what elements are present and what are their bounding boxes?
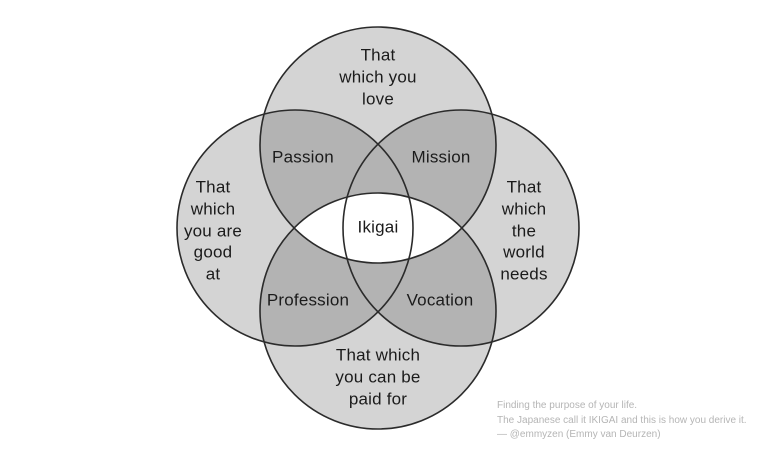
label-world-needs: That which the world needs <box>500 177 548 284</box>
label-mission: Mission <box>411 147 471 167</box>
left-circle-outline <box>176 109 414 347</box>
label-paid-for: That which you can be paid for <box>335 345 421 408</box>
label-love: That which you love <box>339 45 417 108</box>
bottom-circle-outline <box>259 192 497 430</box>
caption-line-3: — @emmyzen (Emmy van Deurzen) <box>497 429 661 440</box>
label-profession: Profession <box>266 290 350 310</box>
label-good-at: That which you are good at <box>183 177 243 284</box>
caption-line-1: Finding the purpose of your life. <box>497 400 638 411</box>
top-circle-outline <box>259 26 497 264</box>
right-circle-outline <box>342 109 580 347</box>
caption-line-2: The Japanese call it IKIGAI and this is … <box>497 414 747 426</box>
label-vocation: Vocation <box>406 290 474 310</box>
label-ikigai: Ikigai <box>357 217 399 237</box>
label-passion: Passion <box>272 147 334 167</box>
caption: Finding the purpose of your life. The Ja… <box>497 399 765 443</box>
circle-outlines <box>176 26 580 430</box>
